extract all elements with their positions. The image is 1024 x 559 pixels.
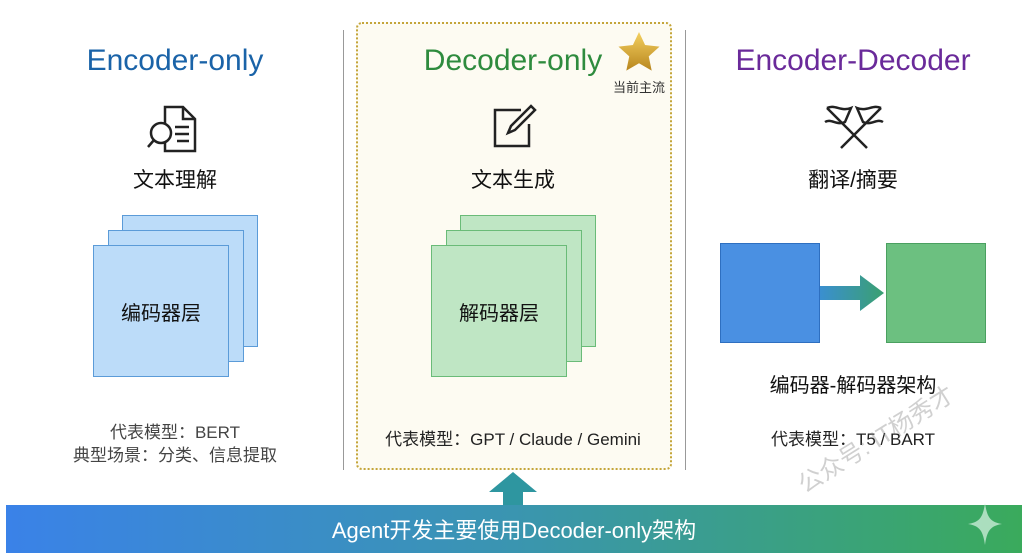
document-search-icon [147, 105, 197, 153]
layer-label: 编码器层 [121, 302, 201, 325]
edit-pencil-icon [493, 104, 537, 148]
column-title: Encoder-only [86, 44, 264, 77]
model-desc: 代表模型：T5 / BART [770, 430, 936, 449]
column-title: Decoder-only [423, 44, 603, 77]
bottom-banner: Agent开发主要使用Decoder-only架构 [6, 505, 1022, 553]
task-label: 文本生成 [471, 169, 555, 192]
model-desc: 代表模型：GPT / Claude / Gemini [385, 430, 641, 449]
mainstream-badge: 当前主流 [613, 80, 666, 95]
model-desc: 代表模型：BERT [109, 423, 241, 442]
layer-card-front [431, 245, 567, 377]
task-label: 文本理解 [133, 169, 217, 192]
encoder-block [720, 243, 820, 343]
right-arrow-icon [820, 275, 884, 311]
column-decoder-only: Decoder-only 当前主流 文本生成 解码器层 代表模型：GPT / C… [343, 0, 683, 480]
scenario-desc: 典型场景：分类、信息提取 [73, 446, 277, 465]
star-icon [618, 32, 660, 71]
divider-left [343, 30, 344, 470]
column-encoder-only: Encoder-only 文本理解 编码器层 代表模型：BERT 典型场景：分类… [5, 0, 345, 480]
up-arrow-icon [489, 472, 537, 506]
decoder-block [886, 243, 986, 343]
crossed-flags-icon [824, 105, 884, 149]
column-title: Encoder-Decoder [735, 44, 971, 77]
banner-text: Agent开发主要使用Decoder-only架构 [331, 518, 697, 543]
divider-right [685, 30, 686, 470]
layer-label: 解码器层 [459, 302, 539, 325]
sparkle-icon [968, 503, 1002, 545]
task-label: 翻译/摘要 [808, 169, 898, 192]
layer-card-front [93, 245, 229, 377]
column-encoder-decoder: Encoder-Decoder 翻译/摘要 编码器-解码器架构 代表模型：T5 … [683, 0, 1023, 480]
architecture-label: 编码器-解码器架构 [769, 375, 937, 397]
